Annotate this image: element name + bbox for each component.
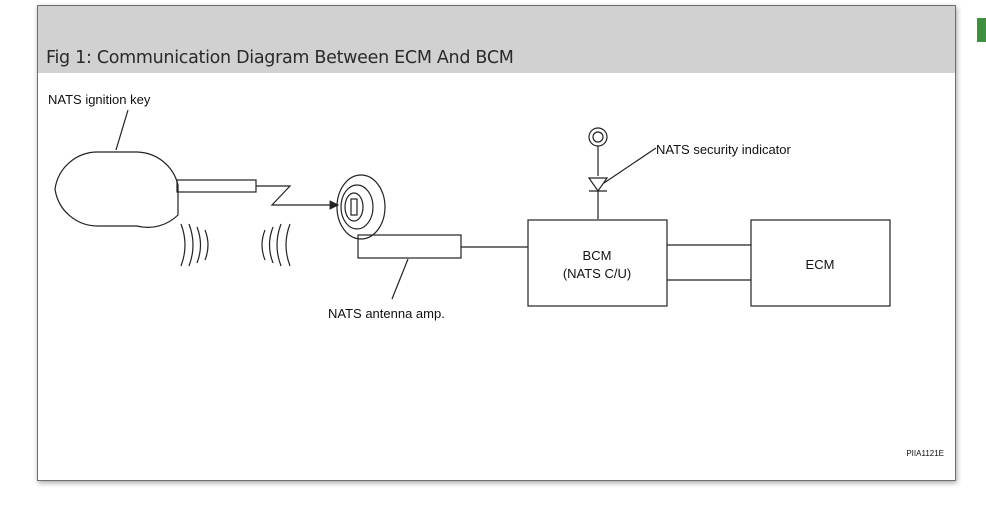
antenna-amp-box	[357, 234, 462, 259]
ecm-box	[750, 219, 891, 307]
security-indicator-leader	[603, 147, 657, 184]
figure-caption: Fig 1: Communication Diagram Between ECM…	[46, 48, 514, 68]
security-indicator-label: NATS security indicator	[656, 142, 792, 157]
bcm-subtitle-label: (NATS C/U)	[563, 266, 631, 281]
ignition-key-label: NATS ignition key	[48, 92, 151, 107]
antenna-ring-icon	[336, 174, 386, 240]
antenna-amp-label: NATS antenna amp.	[328, 306, 445, 321]
bcm-box	[527, 219, 668, 307]
caption-bar: Fig 1: Communication Diagram Between ECM…	[38, 6, 955, 73]
wireless-signal-line	[256, 185, 340, 210]
communication-diagram: NATS ignition key NATS security indicato…	[48, 92, 944, 458]
antenna-amp-leader	[391, 258, 409, 300]
bcm-label: BCM	[583, 248, 612, 263]
outgoing-waves-icon	[180, 223, 209, 267]
figure-code: PIIA1121E	[906, 449, 944, 458]
side-marker	[977, 18, 986, 42]
figure-card: Fig 1: Communication Diagram Between ECM…	[37, 5, 956, 481]
security-indicator-lamp-icon	[587, 127, 609, 219]
ignition-key-icon	[54, 151, 257, 228]
ecm-label: ECM	[806, 257, 835, 272]
incoming-waves-icon	[261, 223, 291, 267]
ignition-key-leader	[115, 109, 129, 151]
